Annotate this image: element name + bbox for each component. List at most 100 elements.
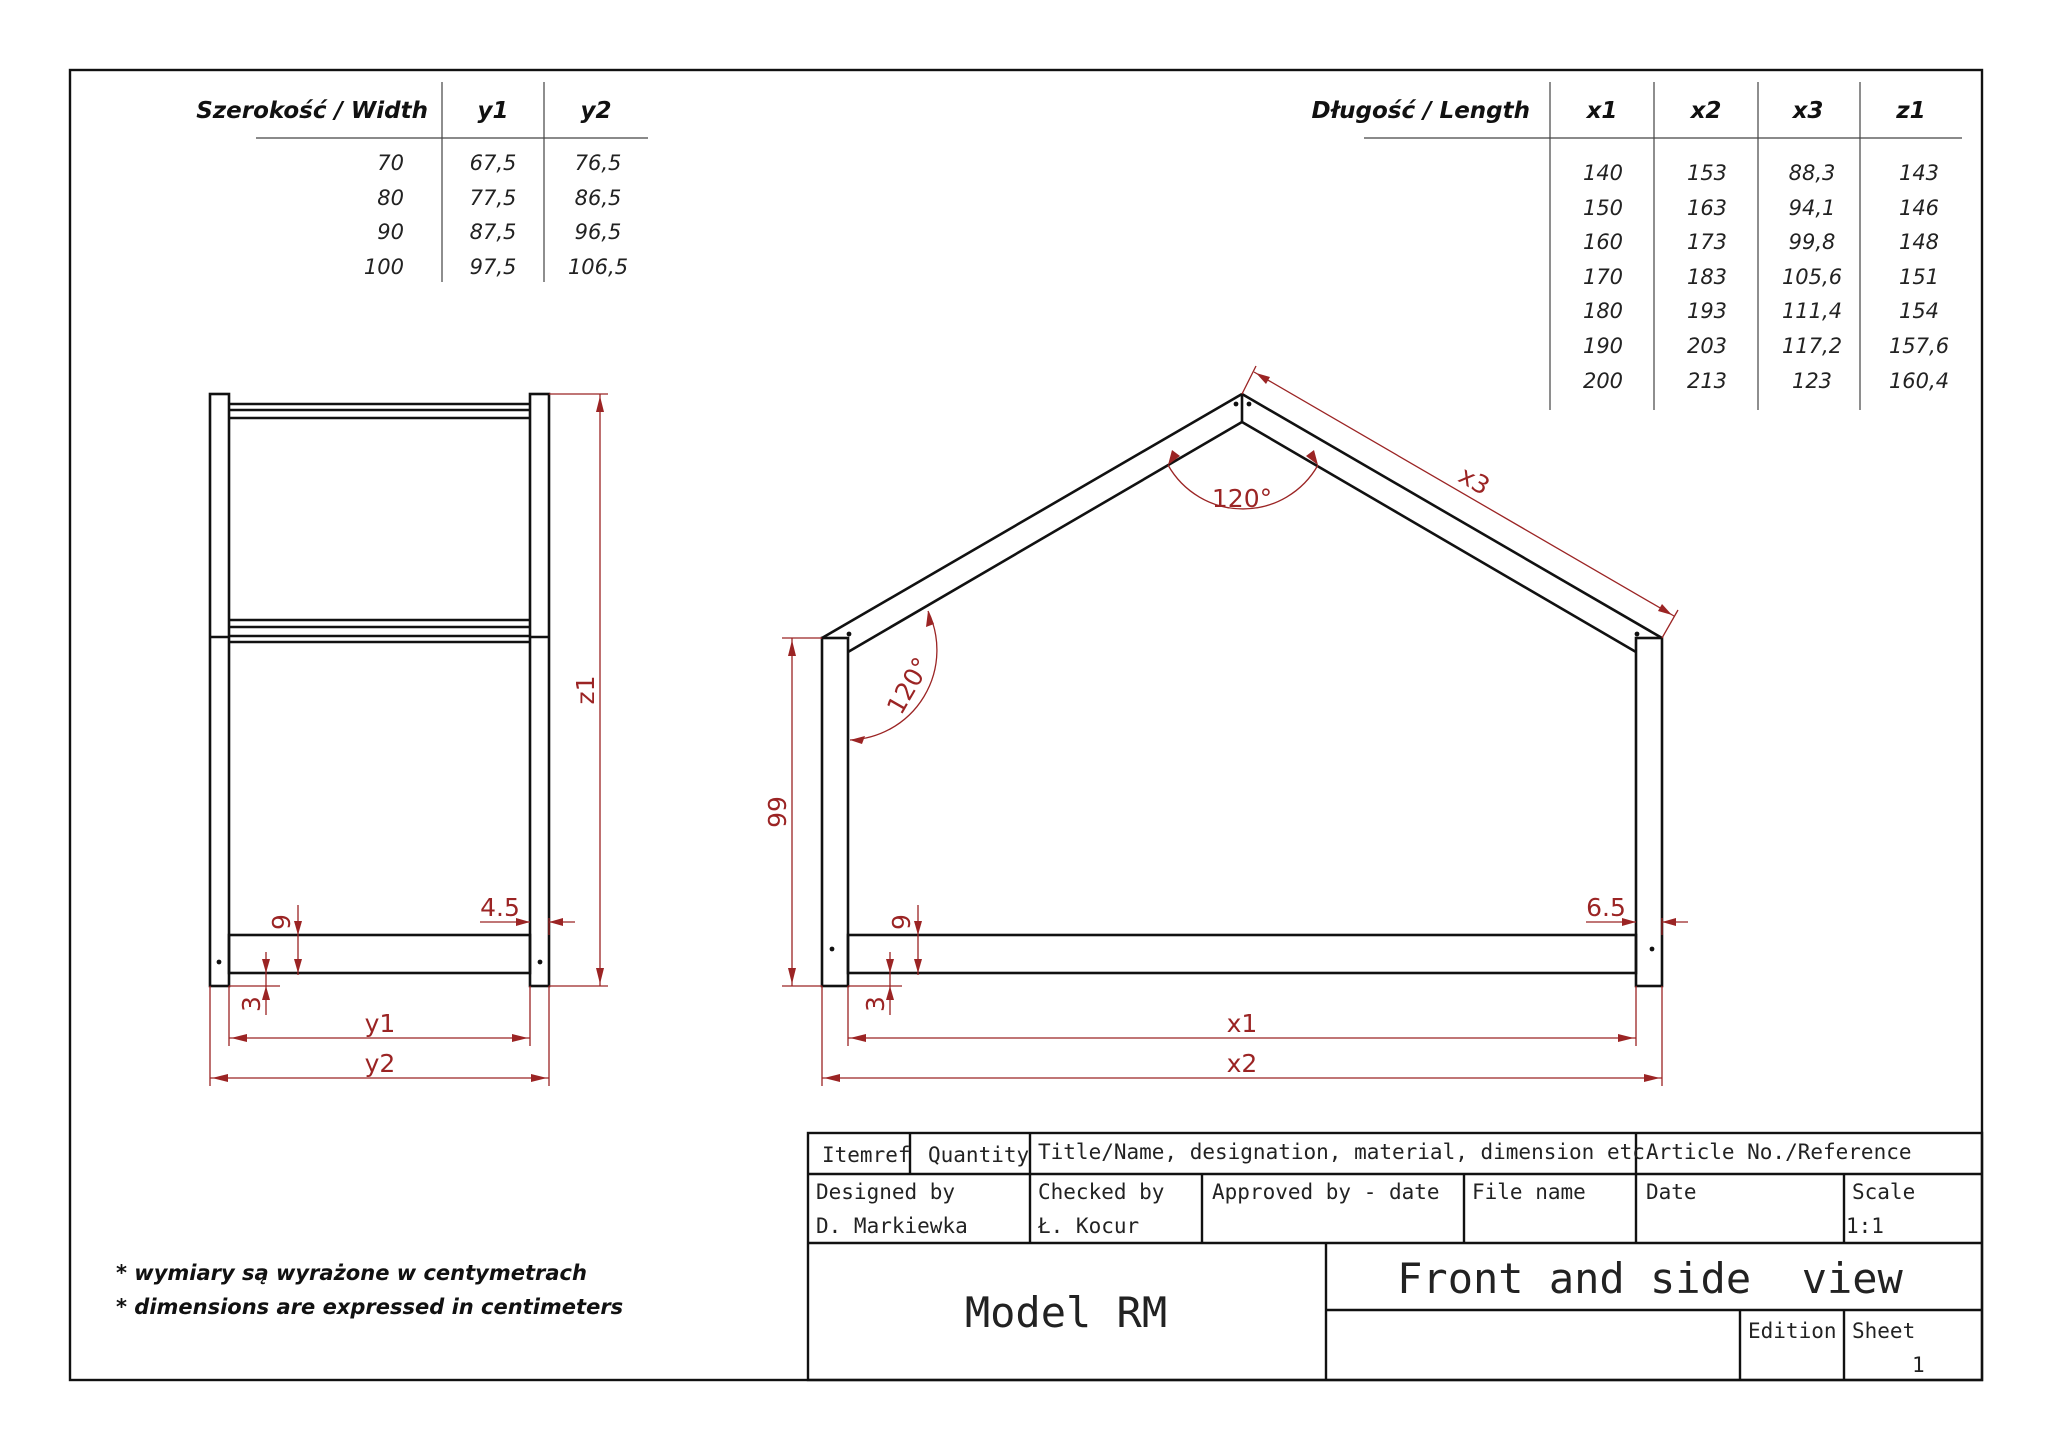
extension-line [1241, 365, 1257, 395]
length-table: Długość / Length x1 x2 x3 z1 140 153 88,… [1311, 82, 1962, 410]
scale-value: 1:1 [1846, 1214, 1884, 1238]
arrowhead [549, 918, 563, 926]
y1-label: y1 [365, 1009, 396, 1038]
arrowhead [531, 1074, 547, 1082]
table-cell: 70 [377, 151, 404, 175]
right-roof-beam [1241, 420, 1637, 654]
table-cell: 170 [1583, 265, 1623, 289]
table-cell: 146 [1899, 196, 1939, 220]
arrowhead [850, 736, 865, 744]
table-cell: 183 [1687, 265, 1727, 289]
extension-line [1661, 609, 1679, 639]
z1-label: z1 [571, 675, 600, 704]
table-cell: 87,5 [470, 220, 517, 244]
eave-angle-arc [849, 610, 938, 741]
arrowhead [788, 968, 796, 984]
table-cell: 151 [1899, 265, 1939, 289]
gap-label: 3 [861, 996, 890, 1012]
arrowhead [1256, 373, 1270, 384]
notes: * wymiary są wyrażone w centymetrach * d… [116, 1261, 623, 1319]
arrowhead [596, 968, 604, 984]
arrowhead [788, 640, 796, 656]
table-cell: 143 [1899, 161, 1939, 185]
scale-label: Scale [1852, 1180, 1915, 1204]
date-label: Date [1646, 1180, 1697, 1204]
table-cell: 105,6 [1782, 265, 1842, 289]
itemref-label: Itemref [822, 1143, 911, 1167]
x3-label: x3 [1454, 460, 1495, 500]
arrowhead [262, 959, 270, 973]
left-post [208, 392, 231, 988]
arrowhead [926, 611, 934, 627]
x3-dimension-line [1253, 371, 1675, 617]
table-cell: 153 [1687, 161, 1727, 185]
table-cell: 99,8 [1789, 230, 1836, 254]
designer-name: D. Markiewka [816, 1214, 968, 1238]
arrowhead [262, 986, 270, 1000]
table-cell: 94,1 [1789, 196, 1836, 220]
arrowhead [1644, 1074, 1660, 1082]
sheet-label: Sheet [1852, 1319, 1915, 1343]
left-roof-beam [821, 392, 1243, 640]
table-cell: 100 [364, 255, 404, 279]
table-cell: 190 [1583, 334, 1623, 358]
table-cell: 90 [377, 220, 404, 244]
table-cell: 80 [377, 186, 404, 210]
ridge-angle-label: 120° [1212, 484, 1272, 513]
gap-label: 3 [237, 996, 266, 1012]
note-english: * dimensions are expressed in centimeter… [116, 1295, 623, 1319]
arrowhead [1658, 604, 1672, 615]
arrowhead [886, 959, 894, 973]
table-cell: 157,6 [1889, 334, 1949, 358]
edition-label: Edition [1748, 1319, 1837, 1343]
table-cell: 163 [1687, 196, 1727, 220]
x3-header: x3 [1792, 98, 1824, 124]
designed-by-label: Designed by [816, 1180, 955, 1204]
wall-height-label: 99 [763, 796, 792, 828]
file-name-label: File name [1472, 1180, 1586, 1204]
table-cell: 160,4 [1889, 369, 1949, 393]
table-cell: 88,3 [1789, 161, 1836, 185]
table-cell: 213 [1687, 369, 1727, 393]
x2-label: x2 [1227, 1049, 1258, 1078]
screw-dot [1246, 401, 1252, 407]
arrowhead [1662, 918, 1676, 926]
arrowhead [212, 1074, 228, 1082]
ridge-angle-arc [1167, 464, 1319, 510]
title-name-label: Title/Name, designation, material, dimen… [1038, 1140, 1645, 1164]
checker-name: Ł. Kocur [1037, 1214, 1139, 1238]
side-view: z1 4.5 9 3 y1 y2 [208, 392, 608, 1086]
table-cell: 67,5 [470, 151, 517, 175]
z1-header: z1 [1895, 98, 1925, 124]
arrowhead [850, 1034, 866, 1042]
model-name: Model RM [965, 1288, 1167, 1337]
arrowhead [596, 396, 604, 412]
screw-dot [537, 959, 543, 965]
table-cell: 154 [1899, 299, 1939, 323]
arrowhead [1622, 918, 1636, 926]
table-cell: 111,4 [1782, 299, 1842, 323]
arrowhead [294, 959, 302, 973]
title-block: Itemref Quantity Title/Name, designation… [806, 1131, 1984, 1382]
arrowhead [914, 921, 922, 935]
table-cell: 86,5 [575, 186, 622, 210]
right-post [528, 392, 551, 988]
arrowhead [914, 959, 922, 973]
screw-dot [1649, 946, 1655, 952]
quantity-label: Quantity [928, 1143, 1029, 1167]
width-header: Szerokość / Width [196, 98, 428, 124]
y2-label: y2 [365, 1049, 396, 1078]
screw-dot [1233, 401, 1239, 407]
arrowhead [1618, 1034, 1634, 1042]
sheet-value: 1 [1912, 1353, 1925, 1377]
table-cell: 96,5 [575, 220, 622, 244]
right-post [1634, 636, 1664, 988]
arrowhead [516, 918, 530, 926]
eave-angle-label: 120° [881, 652, 936, 719]
table-cell: 76,5 [575, 151, 622, 175]
table-cell: 200 [1583, 369, 1623, 393]
approved-by-label: Approved by - date [1212, 1180, 1440, 1204]
screw-dot [216, 959, 222, 965]
y1-header: y1 [478, 98, 509, 124]
